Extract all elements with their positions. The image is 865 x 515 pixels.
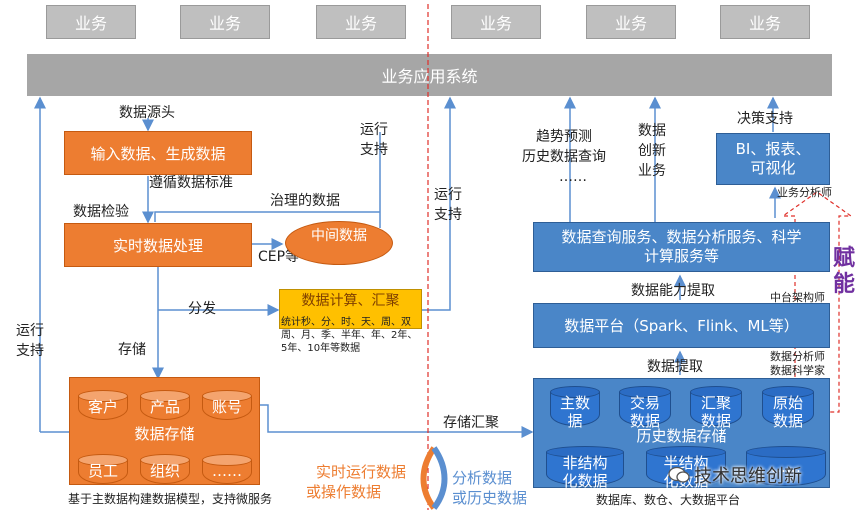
business-box-5: 业务 [586, 5, 676, 39]
data-check-label: 数据检验 [73, 204, 129, 220]
realtime-processing-box: 实时数据处理 [64, 223, 252, 267]
watermark: 技术思维创新 [668, 462, 802, 488]
storage-label: 存储 [118, 342, 146, 358]
cylinder-customer: 客户 [78, 390, 128, 420]
business-analyst-label: 业务分析师 [777, 186, 832, 199]
cylinder-unstructured-data: 非结构化数据 [546, 446, 624, 490]
cylinder-account: 账号 [202, 390, 252, 420]
innovation-label-1: 数据 [638, 123, 666, 139]
db-note: 数据库、数仓、大数据平台 [596, 493, 741, 507]
ops-support-right-2: 支持 [360, 142, 388, 158]
cep-label: CEP等 [258, 249, 300, 265]
cylinder-more-data: …… [746, 446, 826, 486]
business-box-3: 业务 [316, 5, 406, 39]
query-service-box: 数据查询服务、数据分析服务、科学 计算服务等 [533, 222, 830, 272]
store-aggregate-label: 存储汇聚 [443, 415, 499, 431]
wechat-icon [668, 466, 690, 484]
business-application-system-bar: 业务应用系统 [27, 54, 832, 96]
cylinder-transaction-data: 交易数据 [619, 386, 671, 430]
empower-label-2: 能 [833, 272, 856, 297]
cylinder-product: 产品 [140, 390, 190, 420]
innovation-label-3: 业务 [638, 163, 666, 179]
watermark-text: 技术思维创新 [694, 466, 802, 487]
governed-data-label: 治理的数据 [270, 193, 340, 209]
trend-label-3: …… [559, 169, 587, 185]
business-box-6: 业务 [720, 5, 810, 39]
empower-label-1: 赋 [833, 246, 856, 271]
history-storage-title: 历史数据存储 [636, 427, 727, 445]
analysis-hist-label-2: 或历史数据 [452, 489, 528, 507]
ops-support-left-1: 运行 [16, 323, 44, 339]
middle-data-text: 中间数据 [311, 228, 367, 244]
innovation-label-2: 创新 [638, 143, 666, 159]
cylinder-employee: 员工 [78, 454, 128, 484]
cylinder-aggregate-data: 汇聚数据 [690, 386, 742, 430]
data-storage-title: 数据存储 [134, 425, 195, 443]
trend-label-1: 趋势预测 [536, 129, 592, 145]
ops-support-left-2: 支持 [16, 343, 44, 359]
ops-support-center-2: 支持 [434, 207, 462, 223]
ops-support-center-1: 运行 [434, 187, 462, 203]
data-compute-box: 数据计算、汇聚 [279, 289, 422, 329]
input-data-box: 输入数据、生成数据 [64, 131, 252, 175]
trend-label-2: 历史数据查询 [522, 149, 606, 165]
business-box-2: 业务 [180, 5, 270, 39]
cylinder-organization: 组织 [140, 454, 190, 484]
middle-architect-label: 中台架构师 [770, 291, 825, 304]
analyst-label-2: 数据科学家 [770, 364, 825, 377]
middle-data-ellipse: 中间数据 [285, 221, 393, 265]
storage-note: 基于主数据构建数据模型，支持微服务 [68, 492, 273, 506]
cylinder-more: …… [202, 454, 252, 484]
data-extract-label: 数据提取 [647, 359, 703, 375]
ops-support-right-1: 运行 [360, 122, 388, 138]
follow-standard-label: 遵循数据标准 [149, 175, 233, 191]
cylinder-raw-data: 原始数据 [762, 386, 814, 430]
compute-description: 统计秒、分、时、天、周、双周、月、季、半年、年、2年、5年、10年等数据 [281, 317, 418, 354]
cylinder-master-data: 主数据 [550, 386, 600, 430]
decision-support-label: 决策支持 [737, 111, 793, 127]
business-box-1: 业务 [46, 5, 136, 39]
distribute-label: 分发 [188, 301, 216, 317]
analysis-hist-label-1: 分析数据 [452, 469, 513, 487]
business-box-4: 业务 [451, 5, 541, 39]
realtime-ops-label-1: 实时运行数据 [316, 463, 407, 481]
data-source-label: 数据源头 [119, 105, 175, 121]
capability-extract-label: 数据能力提取 [631, 283, 715, 299]
bi-report-box: BI、报表、 可视化 [716, 133, 830, 185]
realtime-ops-label-2: 或操作数据 [306, 483, 382, 501]
data-platform-box: 数据平台（Spark、Flink、ML等） [533, 303, 830, 348]
analyst-label-1: 数据分析师 [770, 350, 825, 363]
